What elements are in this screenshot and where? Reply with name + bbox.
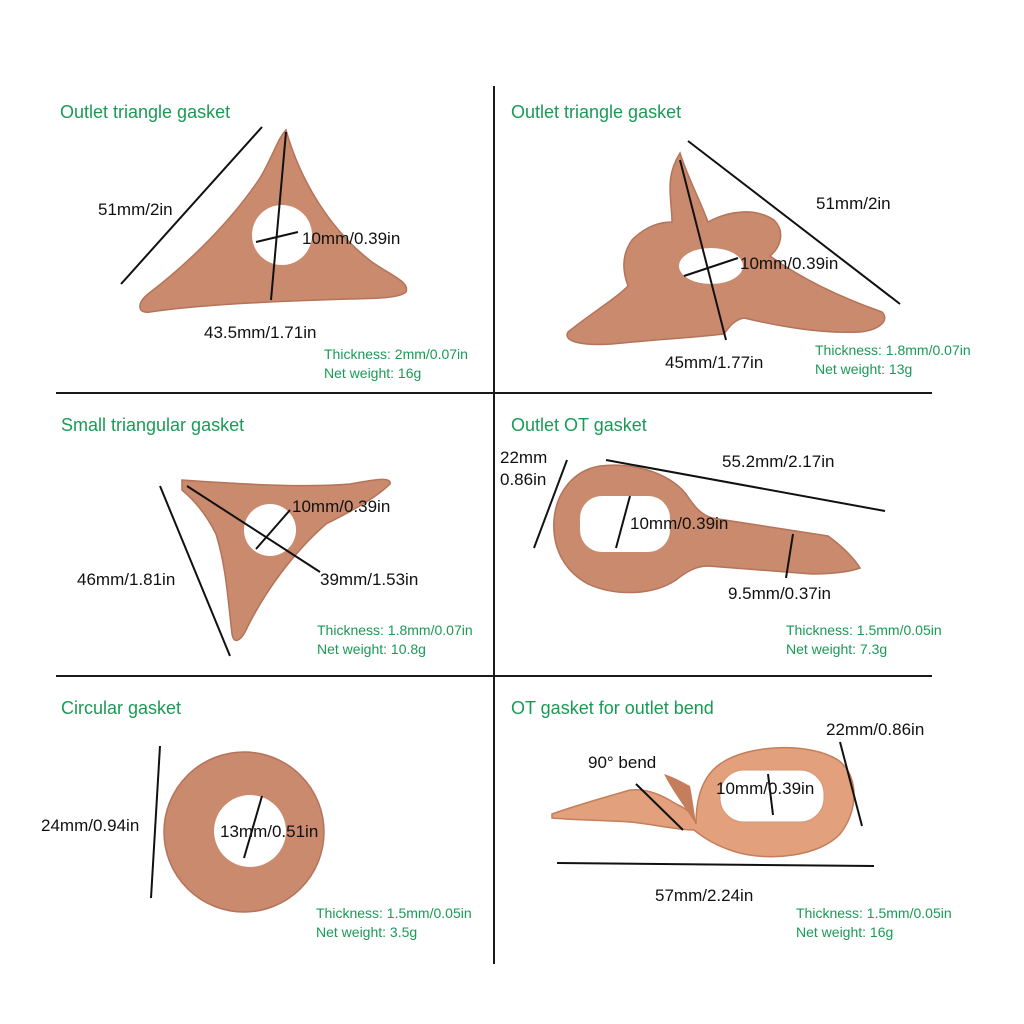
spec-block: Thickness: 1.8mm/0.07in Net weight: 10.8… <box>317 621 473 659</box>
weight-text: Net weight: 7.3g <box>786 641 888 657</box>
thickness-text: Thickness: 2mm/0.07in <box>324 346 468 362</box>
dimension-label: 10mm/0.39in <box>302 229 401 248</box>
weight-text: Net weight: 10.8g <box>317 641 426 657</box>
dimension-label: 0.86in <box>500 470 547 489</box>
horizontal-divider-top <box>56 392 932 394</box>
dimension-label: 57mm/2.24in <box>655 886 754 905</box>
weight-text: Net weight: 16g <box>324 365 422 381</box>
dimension-label: 51mm/2in <box>98 200 173 219</box>
thickness-text: Thickness: 1.8mm/0.07in <box>317 622 473 638</box>
dimension-label: 39mm/1.53in <box>320 570 419 589</box>
panel-title: Small triangular gasket <box>61 415 245 435</box>
dimension-label: 55.2mm/2.17in <box>722 452 835 471</box>
dimension-label: 46mm/1.81in <box>77 570 176 589</box>
thickness-text: Thickness: 1.5mm/0.05in <box>796 905 952 921</box>
dimension-label: 22mm <box>500 448 548 467</box>
thickness-text: Thickness: 1.5mm/0.05in <box>316 905 472 921</box>
spec-block: Thickness: 1.5mm/0.05in Net weight: 16g <box>796 904 952 942</box>
thickness-text: Thickness: 1.8mm/0.07in <box>815 342 971 358</box>
panel-title: Outlet triangle gasket <box>60 102 231 122</box>
horizontal-divider-bottom <box>56 675 932 677</box>
panel-title: Circular gasket <box>61 698 182 718</box>
dimension-label: 10mm/0.39in <box>292 497 391 516</box>
spec-block: Thickness: 1.5mm/0.05in Net weight: 3.5g <box>316 904 472 942</box>
weight-text: Net weight: 16g <box>796 924 894 940</box>
spec-block: Thickness: 1.8mm/0.07in Net weight: 13g <box>815 341 971 379</box>
dimension-label: 43.5mm/1.71in <box>204 323 317 342</box>
dimension-label: 24mm/0.94in <box>41 816 140 835</box>
spec-block: Thickness: 2mm/0.07in Net weight: 16g <box>324 345 468 383</box>
dimension-label: 13mm/0.51in <box>220 822 319 841</box>
thickness-text: Thickness: 1.5mm/0.05in <box>786 622 942 638</box>
dimension-label: 10mm/0.39in <box>716 779 815 798</box>
panel-title: OT gasket for outlet bend <box>511 698 714 718</box>
dimension-label: 90° bend <box>588 753 657 772</box>
panel-title: Outlet OT gasket <box>511 415 647 435</box>
dimension-label: 22mm/0.86in <box>826 720 925 739</box>
dimension-label: 51mm/2in <box>816 194 891 213</box>
vertical-divider <box>493 86 495 964</box>
dimension-label: 10mm/0.39in <box>740 254 839 273</box>
dimension-label: 45mm/1.77in <box>665 353 764 372</box>
weight-text: Net weight: 3.5g <box>316 924 418 940</box>
spec-block: Thickness: 1.5mm/0.05in Net weight: 7.3g <box>786 621 942 659</box>
dimension-label: 9.5mm/0.37in <box>728 584 831 603</box>
panel-title: Outlet triangle gasket <box>511 102 682 122</box>
dimension-label: 10mm/0.39in <box>630 514 729 533</box>
weight-text: Net weight: 13g <box>815 361 913 377</box>
